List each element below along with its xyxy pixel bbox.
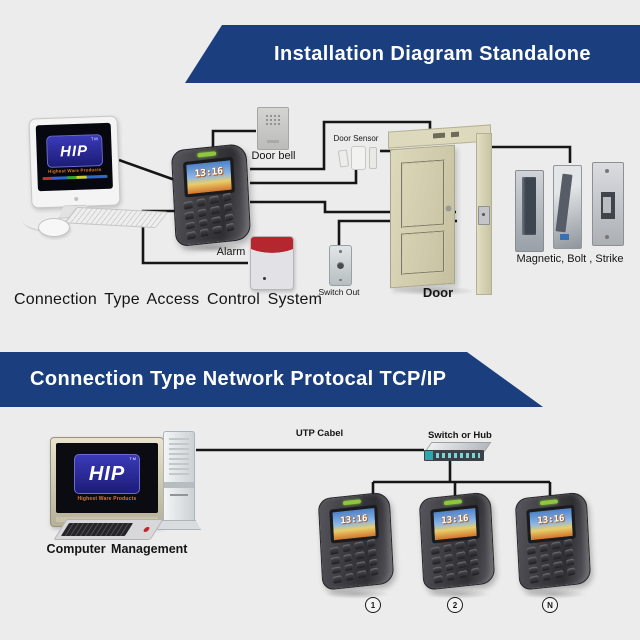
controller-screen: 13:16 [182, 156, 236, 198]
tower-vents [169, 438, 189, 476]
access-controller-2: 13:16 [418, 491, 496, 591]
status-led [539, 499, 559, 506]
monitor-logo-dot [73, 196, 78, 202]
magnetic-lock-device [515, 170, 544, 252]
controller-screen: 13:16 [329, 504, 379, 544]
keyboard-keys [60, 523, 134, 536]
banner-network: Connection Type Network Protocal TCP/IP [0, 352, 543, 407]
door-sensor-body [351, 146, 366, 170]
utp-cable-label: UTP Cabel [295, 428, 344, 439]
management-screen: HIP TM Highest Ware Products [56, 443, 158, 513]
hip-slogan-text: Highest Ware Products [47, 167, 102, 174]
strike-lock-device [592, 162, 624, 246]
hip-tm-mark: TM [90, 136, 99, 142]
network-switch-device [424, 442, 492, 462]
alarm-siren [250, 236, 294, 290]
controller-body: 13:16 [418, 491, 496, 591]
controller-time: 13:16 [441, 513, 469, 527]
switch-out-label: Switch Out [318, 287, 360, 297]
banner-standalone: Installation Diagram Standalone [185, 25, 640, 83]
controller-body: 13:16 [170, 142, 252, 248]
access-controller-n: 13:16 [514, 491, 592, 591]
access-controller-standalone: 13:16 [170, 142, 252, 248]
status-led [197, 151, 217, 158]
standalone-caption: Connection Type Access Control System [14, 291, 323, 308]
locks-label: Magnetic, Bolt , Strike [516, 253, 624, 265]
hip-brand-text: HIP [59, 142, 89, 160]
door-bell-device [257, 107, 289, 150]
banner-network-text: Connection Type Network Protocal TCP/IP [30, 368, 447, 390]
magnetic-lock-slot [451, 131, 459, 138]
access-controller-1: 13:16 [317, 491, 395, 591]
switch-ports [436, 453, 480, 458]
tower-band [164, 482, 194, 488]
switch-or-hub-label: Switch or Hub [428, 430, 492, 441]
standalone-computer-monitor: HIP TM Highest Ware Products [28, 115, 121, 209]
controller-time: 13:16 [537, 513, 565, 527]
status-led [443, 499, 463, 506]
computer-management-label: Computer Management [46, 542, 188, 556]
banner-standalone-text: Installation Diagram Standalone [274, 42, 591, 65]
door-sensor-magnet [369, 147, 377, 169]
door-shadow [395, 286, 475, 296]
door-bell-tag [267, 140, 279, 143]
device-number-badge-1: 1 [365, 597, 381, 613]
controller-time: 13:16 [194, 166, 224, 180]
switch-teal-accent [425, 451, 433, 460]
door-bell-label: Door bell [251, 150, 296, 162]
controller-body: 13:16 [514, 491, 592, 591]
management-keyboard [53, 519, 164, 540]
bolt-lock-device [553, 165, 582, 249]
controller-keypad [329, 538, 379, 584]
monitor-screen: HIP TM Highest Ware Products [35, 122, 113, 192]
controller-shadow [324, 589, 390, 599]
controller-keypad [526, 538, 576, 584]
device-number-badge-n: N [542, 597, 558, 613]
controller-keypad [183, 192, 235, 241]
door-sensor-label: Door Sensor [333, 134, 379, 143]
controller-keypad [430, 538, 480, 584]
controller-body: 13:16 [317, 491, 395, 591]
status-led [342, 499, 362, 506]
door-inset-panel [401, 159, 445, 229]
controller-screen: 13:16 [430, 504, 480, 544]
door-lock-plate [478, 206, 490, 225]
alarm-label: Alarm [216, 246, 246, 258]
hip-logo: HIP TM [45, 134, 103, 168]
door-sensor-bracket [337, 149, 350, 168]
controller-shadow [425, 589, 491, 599]
screw-dot [339, 278, 342, 281]
door-inset-panel [401, 230, 445, 276]
exit-switch-device [329, 245, 352, 286]
hip-slogan-text: Highest Ware Products [77, 496, 137, 502]
line-controller-to-doorsensor [250, 168, 358, 185]
door-panel [390, 144, 455, 289]
tower-drive-slot [170, 494, 188, 496]
hip-brand-text: HIP [88, 462, 126, 485]
mouse [38, 218, 70, 237]
pc-tower [163, 431, 195, 524]
door-label: Door [422, 285, 454, 300]
line-frame-to-locks [489, 145, 572, 163]
controller-shadow [180, 243, 246, 253]
line-computer-to-controller [118, 158, 176, 182]
keyboard [63, 206, 169, 229]
controller-shadow [521, 589, 587, 599]
device-number-badge-2: 2 [447, 597, 463, 613]
hip-logo: HIP TM [74, 454, 140, 494]
magnetic-lock-slot [433, 132, 445, 139]
exit-switch-button [337, 262, 344, 269]
keyboard-red-button [142, 527, 151, 532]
screen-taskbar [42, 174, 108, 181]
controller-time: 13:16 [340, 513, 368, 527]
management-monitor: HIP TM Highest Ware Products [50, 437, 164, 527]
door-knob [446, 206, 451, 211]
screw-dot [339, 250, 342, 253]
door-bell-speaker-holes [265, 114, 281, 125]
pc-tower-base [157, 520, 201, 530]
hip-tm-mark: TM [129, 456, 137, 461]
alarm-led-dot [263, 277, 266, 280]
controller-screen: 13:16 [526, 504, 576, 544]
